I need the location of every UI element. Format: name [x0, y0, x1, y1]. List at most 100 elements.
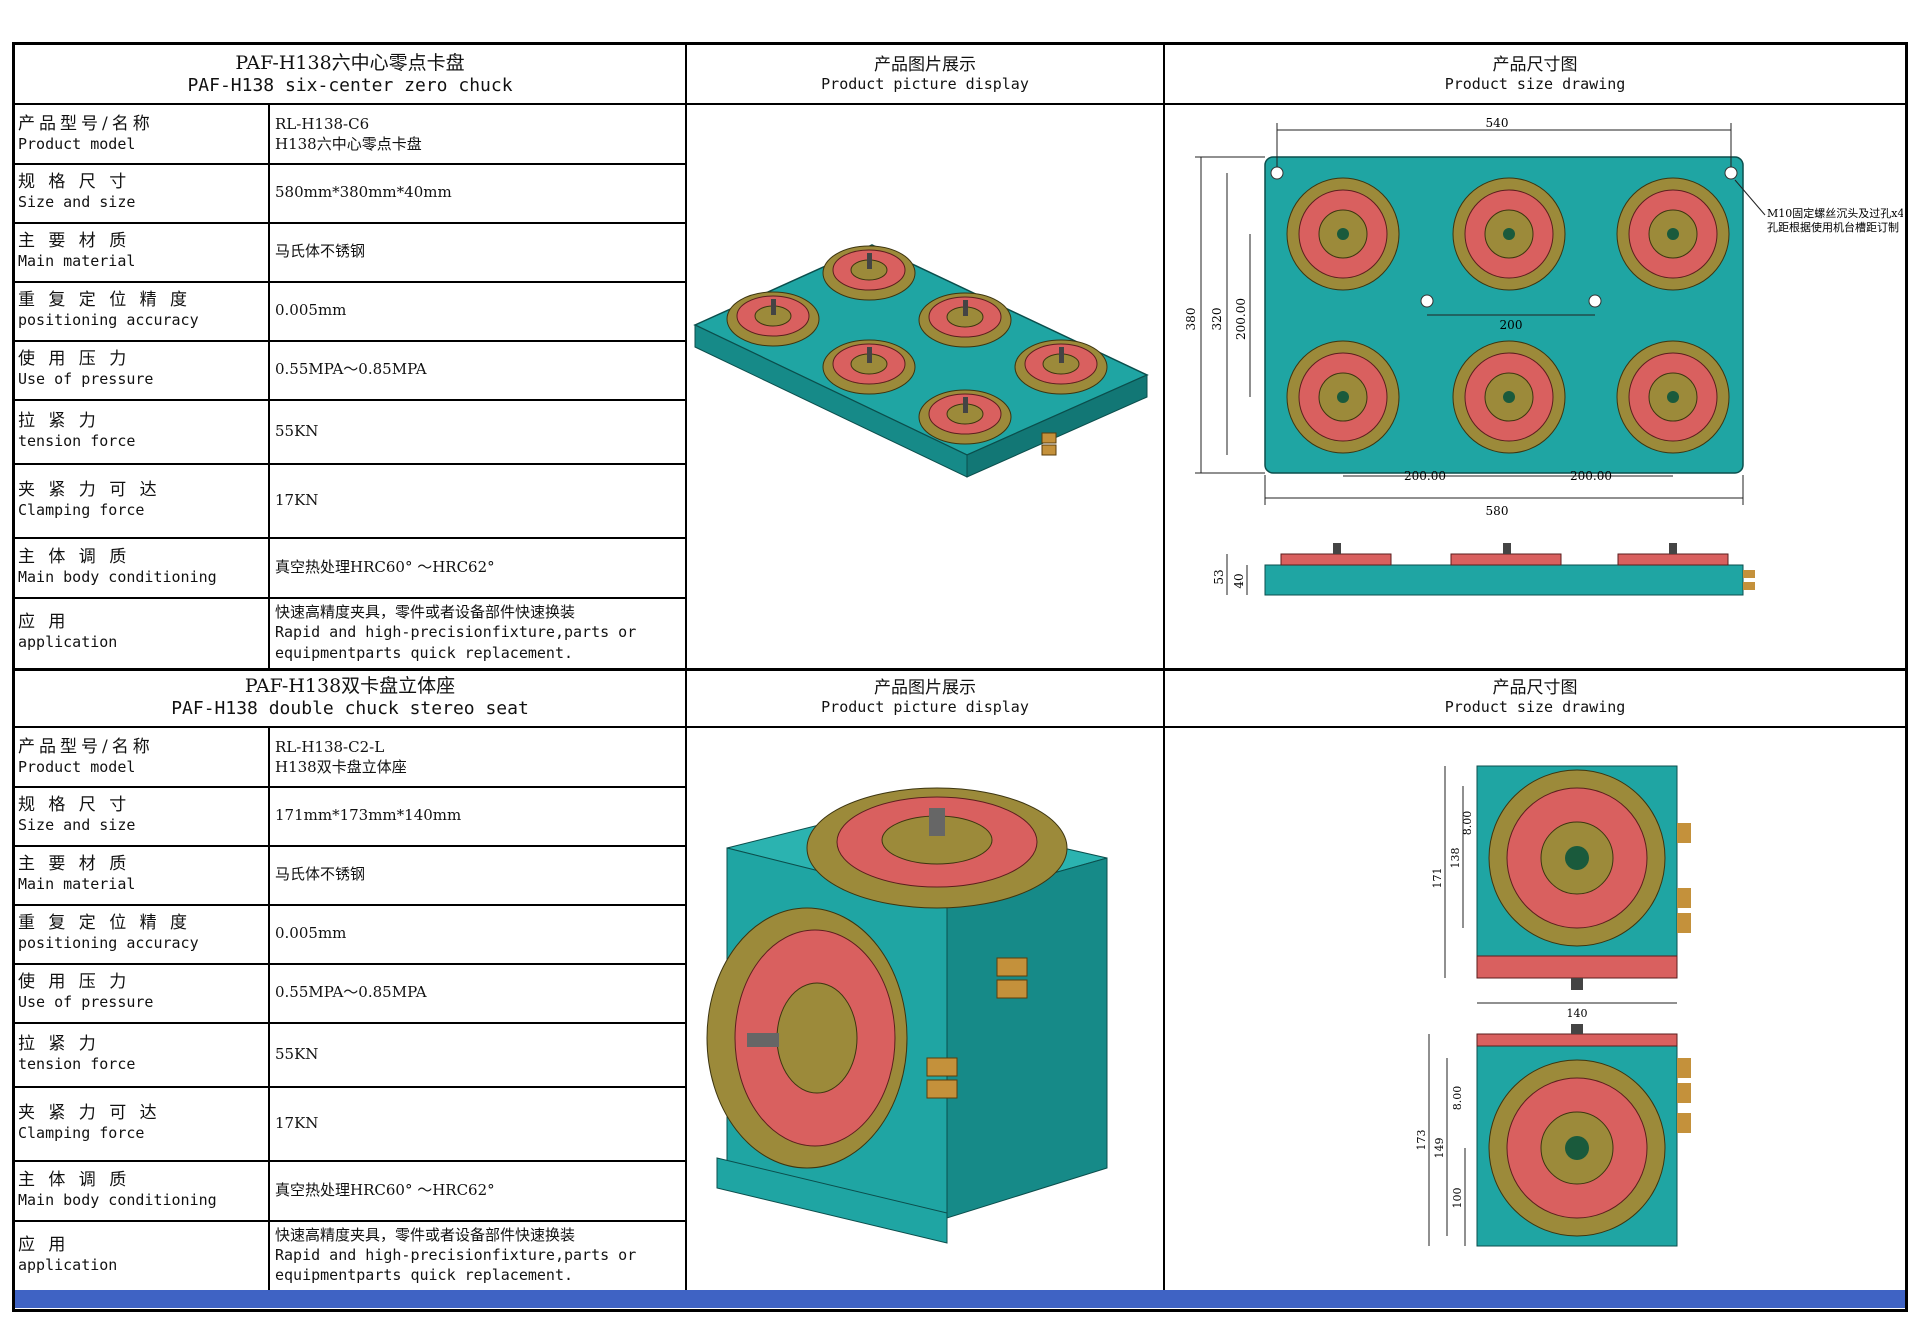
spec-value: 0.005mm [275, 301, 347, 320]
spec-value: 马氏体不锈钢 [275, 242, 366, 261]
drawing-note-2: 孔距根据使用机台槽距订制 [1767, 220, 1899, 234]
drawing-header: 产品尺寸图 Product size drawing [1165, 45, 1905, 105]
front-chuck-icon [706, 907, 908, 1169]
spec-value: 0.55MPA～0.85MPA [275, 983, 427, 1002]
dimension-drawing-six-center: 540 580 200.00 200.00 200 380 320 200.00… [1165, 105, 1905, 668]
chuck-top-view-6 [1616, 340, 1730, 454]
chuck-icon-3 [918, 292, 1012, 348]
spec-value: 0.55MPA～0.85MPA [275, 360, 427, 379]
spec-value: 55KN [275, 1044, 319, 1063]
chuck-plate-illustration [693, 244, 1149, 478]
chuck-icon-4 [822, 339, 916, 395]
product-picture-double-chuck [687, 728, 1163, 1290]
picture-column: 产品图片展示 Product picture display [687, 45, 1165, 668]
spec-column: PAF-H138六中心零点卡盘 PAF-H138 six-center zero… [15, 45, 687, 668]
stereo-seat-illustration [706, 787, 1108, 1244]
spec-value: 171mm*173mm*140mm [275, 806, 462, 825]
dim-53: 53 [1212, 569, 1226, 584]
spec-value: 0.005mm [275, 924, 347, 943]
footer-band [15, 1290, 1905, 1308]
dim-138: 138 [1449, 848, 1462, 869]
dim-320: 320 [1210, 308, 1224, 331]
dim-200b: 200.00 [1570, 469, 1612, 483]
product-picture-six-center [687, 105, 1163, 668]
seat-front-view [1476, 765, 1691, 990]
dim-8: 8.00 [1461, 811, 1474, 836]
spec-value: 马氏体不锈钢 [275, 865, 366, 884]
picture-header: 产品图片展示 Product picture display [687, 45, 1163, 105]
product-section-six-center: PAF-H138六中心零点卡盘 PAF-H138 six-center zero… [15, 45, 1905, 671]
chuck-icon-5 [1014, 339, 1108, 395]
spec-value: 580mm*380mm*40mm [275, 183, 452, 202]
chuck-top-view-2 [1452, 177, 1566, 291]
dim-173: 173 [1415, 1130, 1428, 1151]
dim-540: 540 [1486, 116, 1509, 130]
drawing-note-1: M10固定螺丝沉头及过孔x4 [1767, 206, 1903, 220]
dim-200-vertical: 200.00 [1234, 298, 1248, 340]
seat-dimension-drawing: 171 138 8.00 140 [1415, 765, 1691, 1247]
dim-171: 171 [1431, 868, 1444, 889]
chuck-icon-2 [726, 291, 820, 347]
drawing-header: 产品尺寸图 Product size drawing [1165, 668, 1905, 728]
dim-100: 100 [1451, 1188, 1464, 1209]
air-fitting-icon [1041, 432, 1057, 456]
product-title: PAF-H138双卡盘立体座 PAF-H138 double chuck ste… [15, 668, 685, 728]
dimension-drawing-double-chuck: 171 138 8.00 140 [1165, 728, 1905, 1290]
spec-value: 17KN [275, 1113, 319, 1132]
picture-column: 产品图片展示 Product picture display [687, 668, 1165, 1290]
product-title: PAF-H138六中心零点卡盘 PAF-H138 six-center zero… [15, 45, 685, 105]
chuck-top-view-5 [1452, 340, 1566, 454]
chuck-top-view-4 [1286, 340, 1400, 454]
seat-side-view [1476, 1024, 1691, 1247]
dim-40: 40 [1232, 573, 1246, 588]
spec-value: 真空热处理HRC60° ～HRC62° [275, 1180, 495, 1199]
spec-value: 真空热处理HRC60° ～HRC62° [275, 557, 495, 576]
air-fitting-icon [926, 957, 1028, 1099]
dim-149: 149 [1433, 1138, 1446, 1159]
drawing-column: 产品尺寸图 Product size drawing [1165, 45, 1905, 668]
dim-200: 200 [1500, 318, 1523, 332]
spec-sheet: PAF-H138六中心零点卡盘 PAF-H138 six-center zero… [12, 42, 1908, 1312]
plate-dimension-drawing: 540 580 200.00 200.00 200 380 320 200.00… [1184, 116, 1903, 596]
chuck-icon-1 [822, 245, 916, 301]
chuck-top-view-3 [1616, 177, 1730, 291]
dim-380: 380 [1184, 308, 1198, 331]
picture-header: 产品图片展示 Product picture display [687, 668, 1163, 728]
spec-value: 55KN [275, 421, 319, 440]
spec-value: 17KN [275, 490, 319, 509]
spec-column: PAF-H138双卡盘立体座 PAF-H138 double chuck ste… [15, 668, 687, 1290]
top-chuck-icon [806, 787, 1068, 909]
